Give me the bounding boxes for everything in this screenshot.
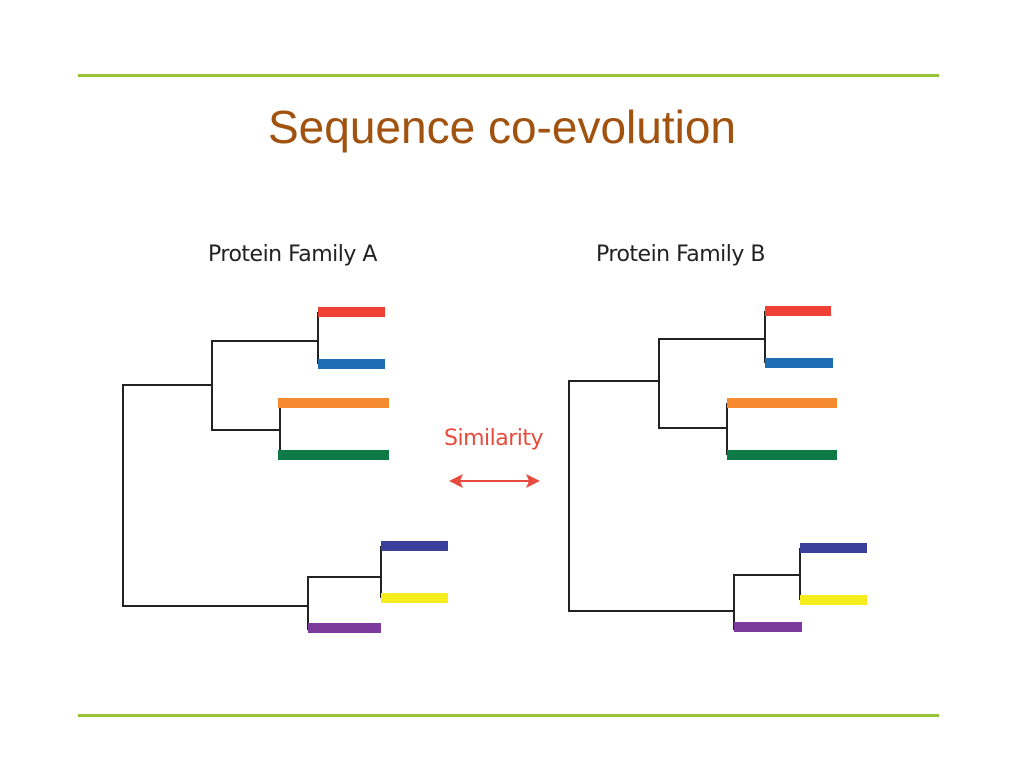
top-divider [78,74,939,77]
slide-title: Sequence co-evolution [268,101,736,153]
family-b-label: Protein Family B [596,242,766,267]
family-b-tree [568,311,801,630]
family-a-upper-branch [211,340,318,431]
family-b-leaf-red [765,306,831,316]
family-b-root-branch [568,380,734,612]
family-a-lower-branch [307,576,381,630]
family-b-lower-branch [733,574,800,630]
family-a-tree [122,312,382,630]
family-b-upper-branch [658,338,765,429]
family-a-label: Protein Family A [208,242,377,267]
similarity-label: Similarity [444,426,544,451]
bottom-divider [78,714,939,717]
family-a-leaf-navy [381,541,448,551]
family-a-leaf-blue [318,359,385,369]
similarity-arrow-icon [449,474,540,488]
family-a-leaf-red [318,307,385,317]
family-b-leaf-green [727,450,837,460]
family-a-leaf-orange [278,398,389,408]
family-b-leaf-yellow [800,595,867,605]
family-a-leaves [278,307,448,633]
family-b-leaves [727,306,867,632]
family-a-leaf-green [278,450,389,460]
family-a-leaf-purple [308,623,381,633]
family-b-leaf-orange [727,398,837,408]
family-b-leaf-purple [734,622,802,632]
family-a-root-branch [122,384,308,607]
family-b-leaf-navy [800,543,867,553]
family-b-leaf-blue [765,358,833,368]
family-a-leaf-yellow [381,593,448,603]
